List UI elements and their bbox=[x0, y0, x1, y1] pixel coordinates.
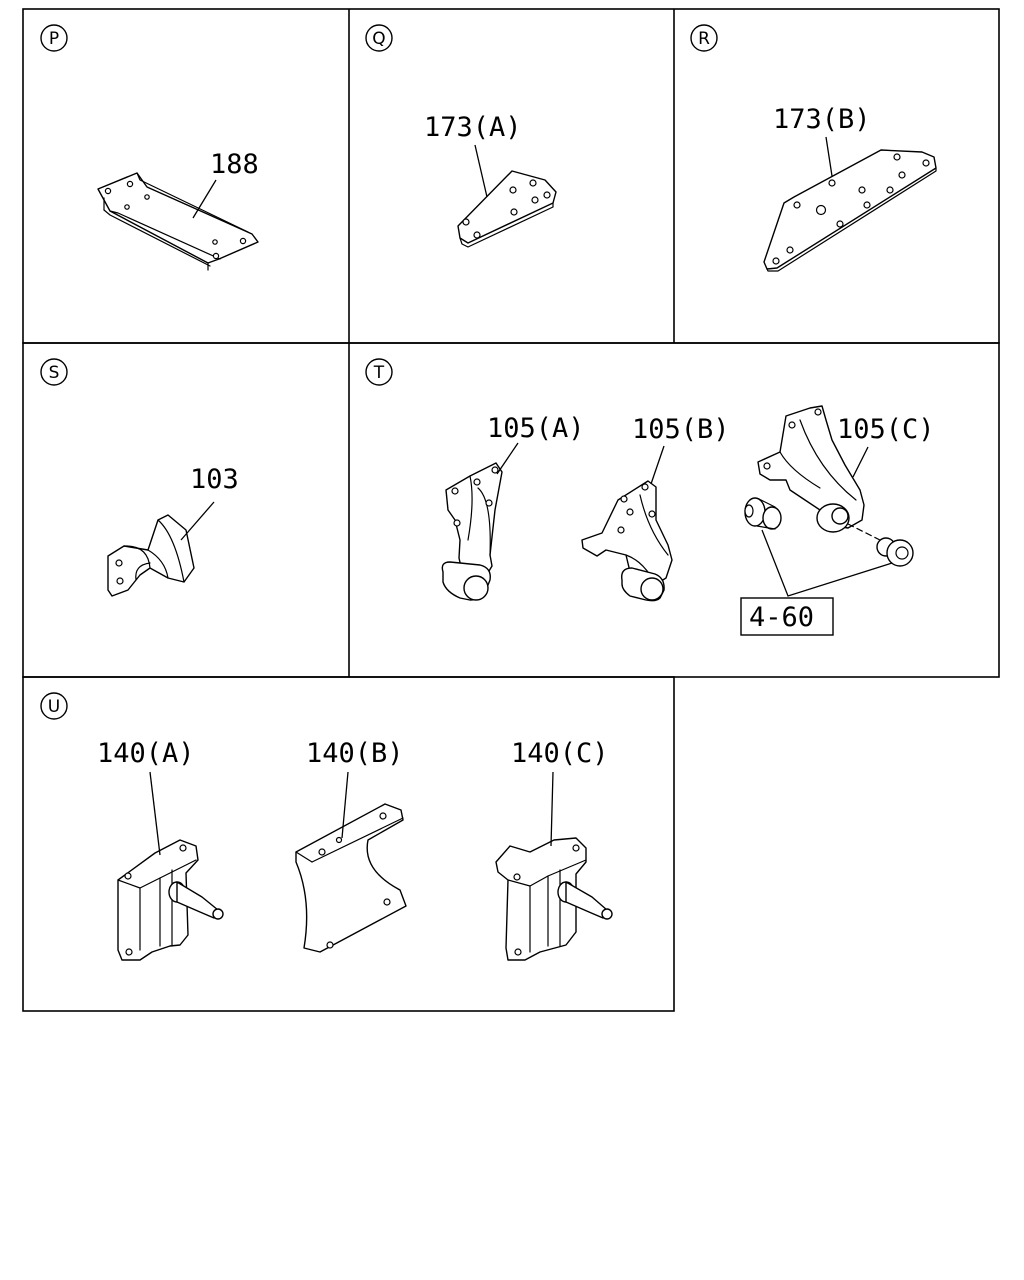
svg-text:R: R bbox=[698, 29, 710, 49]
ref-box-label: 4-60 bbox=[749, 602, 814, 633]
part-140c-bracket bbox=[495, 837, 613, 961]
part-140a-bracket bbox=[117, 839, 224, 961]
part-103-bracket bbox=[107, 514, 195, 597]
grid-frames bbox=[22, 8, 1000, 1012]
label-188: 188 bbox=[210, 149, 259, 180]
section-marker-s: S bbox=[40, 358, 68, 386]
section-r: R 173(B) bbox=[690, 24, 937, 272]
label-140a: 140(A) bbox=[97, 738, 195, 769]
part-105a-hanger bbox=[441, 462, 503, 601]
section-t: T 105(A) bbox=[365, 358, 935, 636]
section-q: Q 173(A) bbox=[365, 24, 557, 248]
section-p: P 188 bbox=[40, 24, 259, 271]
label-173b: 173(B) bbox=[773, 104, 871, 135]
part-140b-bracket bbox=[295, 803, 407, 953]
part-105b-hanger bbox=[581, 480, 673, 602]
label-140c: 140(C) bbox=[511, 738, 609, 769]
section-marker-q: Q bbox=[365, 24, 393, 52]
part-188-bracket bbox=[97, 172, 259, 271]
section-s: S 103 bbox=[40, 358, 239, 597]
section-u: U 140(A) 140 bbox=[40, 692, 613, 961]
svg-text:S: S bbox=[49, 363, 60, 383]
part-bushing-right bbox=[876, 537, 914, 567]
section-marker-u: U bbox=[40, 692, 68, 720]
label-140b: 140(B) bbox=[306, 738, 404, 769]
svg-text:T: T bbox=[373, 363, 385, 383]
svg-text:U: U bbox=[48, 697, 60, 717]
section-marker-t: T bbox=[365, 358, 393, 386]
label-105c: 105(C) bbox=[837, 414, 935, 445]
part-173a-plate bbox=[457, 170, 557, 248]
ref-box bbox=[740, 597, 834, 636]
section-marker-p: P bbox=[40, 24, 68, 52]
label-173a: 173(A) bbox=[424, 112, 522, 143]
part-bushing-left bbox=[744, 497, 782, 530]
svg-text:P: P bbox=[49, 29, 59, 49]
label-103: 103 bbox=[190, 464, 239, 495]
label-105a: 105(A) bbox=[487, 413, 585, 444]
section-marker-r: R bbox=[690, 24, 718, 52]
part-173b-plate bbox=[763, 149, 937, 272]
part-105c-hanger bbox=[757, 405, 865, 533]
svg-text:Q: Q bbox=[372, 29, 385, 49]
label-105b: 105(B) bbox=[632, 414, 730, 445]
